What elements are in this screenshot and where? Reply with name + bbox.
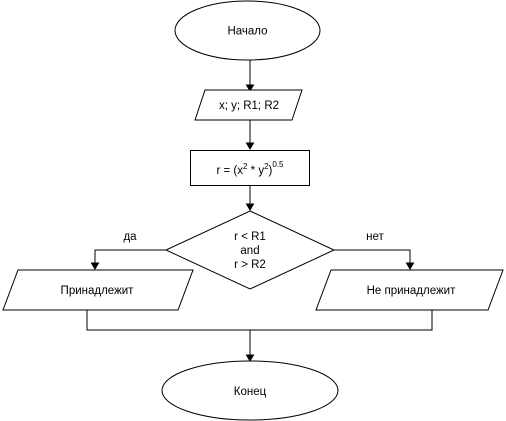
decision-node: r < R1 and r > R2 (164, 210, 336, 290)
start-label: Начало (227, 26, 267, 38)
start-node: Начало (174, 0, 321, 61)
formula-mid: * y (247, 165, 264, 177)
edge-process-to-decision (245, 186, 255, 211)
belongs-node: Принадлежит (2, 269, 194, 311)
decision-line-1: r < R1 (234, 231, 266, 243)
belongs-label: Принадлежит (61, 285, 135, 297)
edge-start-to-input (245, 60, 255, 92)
decision-line-3: r > R2 (234, 259, 266, 271)
formula-prefix: r = (x (216, 165, 243, 177)
end-label: Конец (234, 386, 267, 398)
decision-line-2: and (240, 245, 259, 257)
edge-decision-no: нет (334, 231, 415, 270)
edge-input-to-process (245, 120, 255, 150)
formula-exponent-1: 2 (243, 162, 248, 171)
formula-close: ) (269, 165, 273, 177)
end-node: Конец (161, 360, 339, 421)
process-formula: r = (x2 * y2)0.5 (216, 160, 284, 177)
edge-merge (86, 310, 433, 362)
not-belongs-label: Не принадлежит (367, 285, 456, 297)
edge-decision-yes: да (90, 231, 166, 270)
not-belongs-node: Не принадлежит (315, 269, 504, 311)
process-node: r = (x2 * y2)0.5 (190, 150, 310, 186)
no-label: нет (366, 231, 384, 243)
input-node: x; y; R1; R2 (194, 89, 303, 121)
formula-exponent-3: 0.5 (272, 160, 284, 169)
formula-exponent-2: 2 (264, 162, 269, 171)
input-label: x; y; R1; R2 (219, 100, 279, 112)
yes-label: да (123, 231, 137, 243)
